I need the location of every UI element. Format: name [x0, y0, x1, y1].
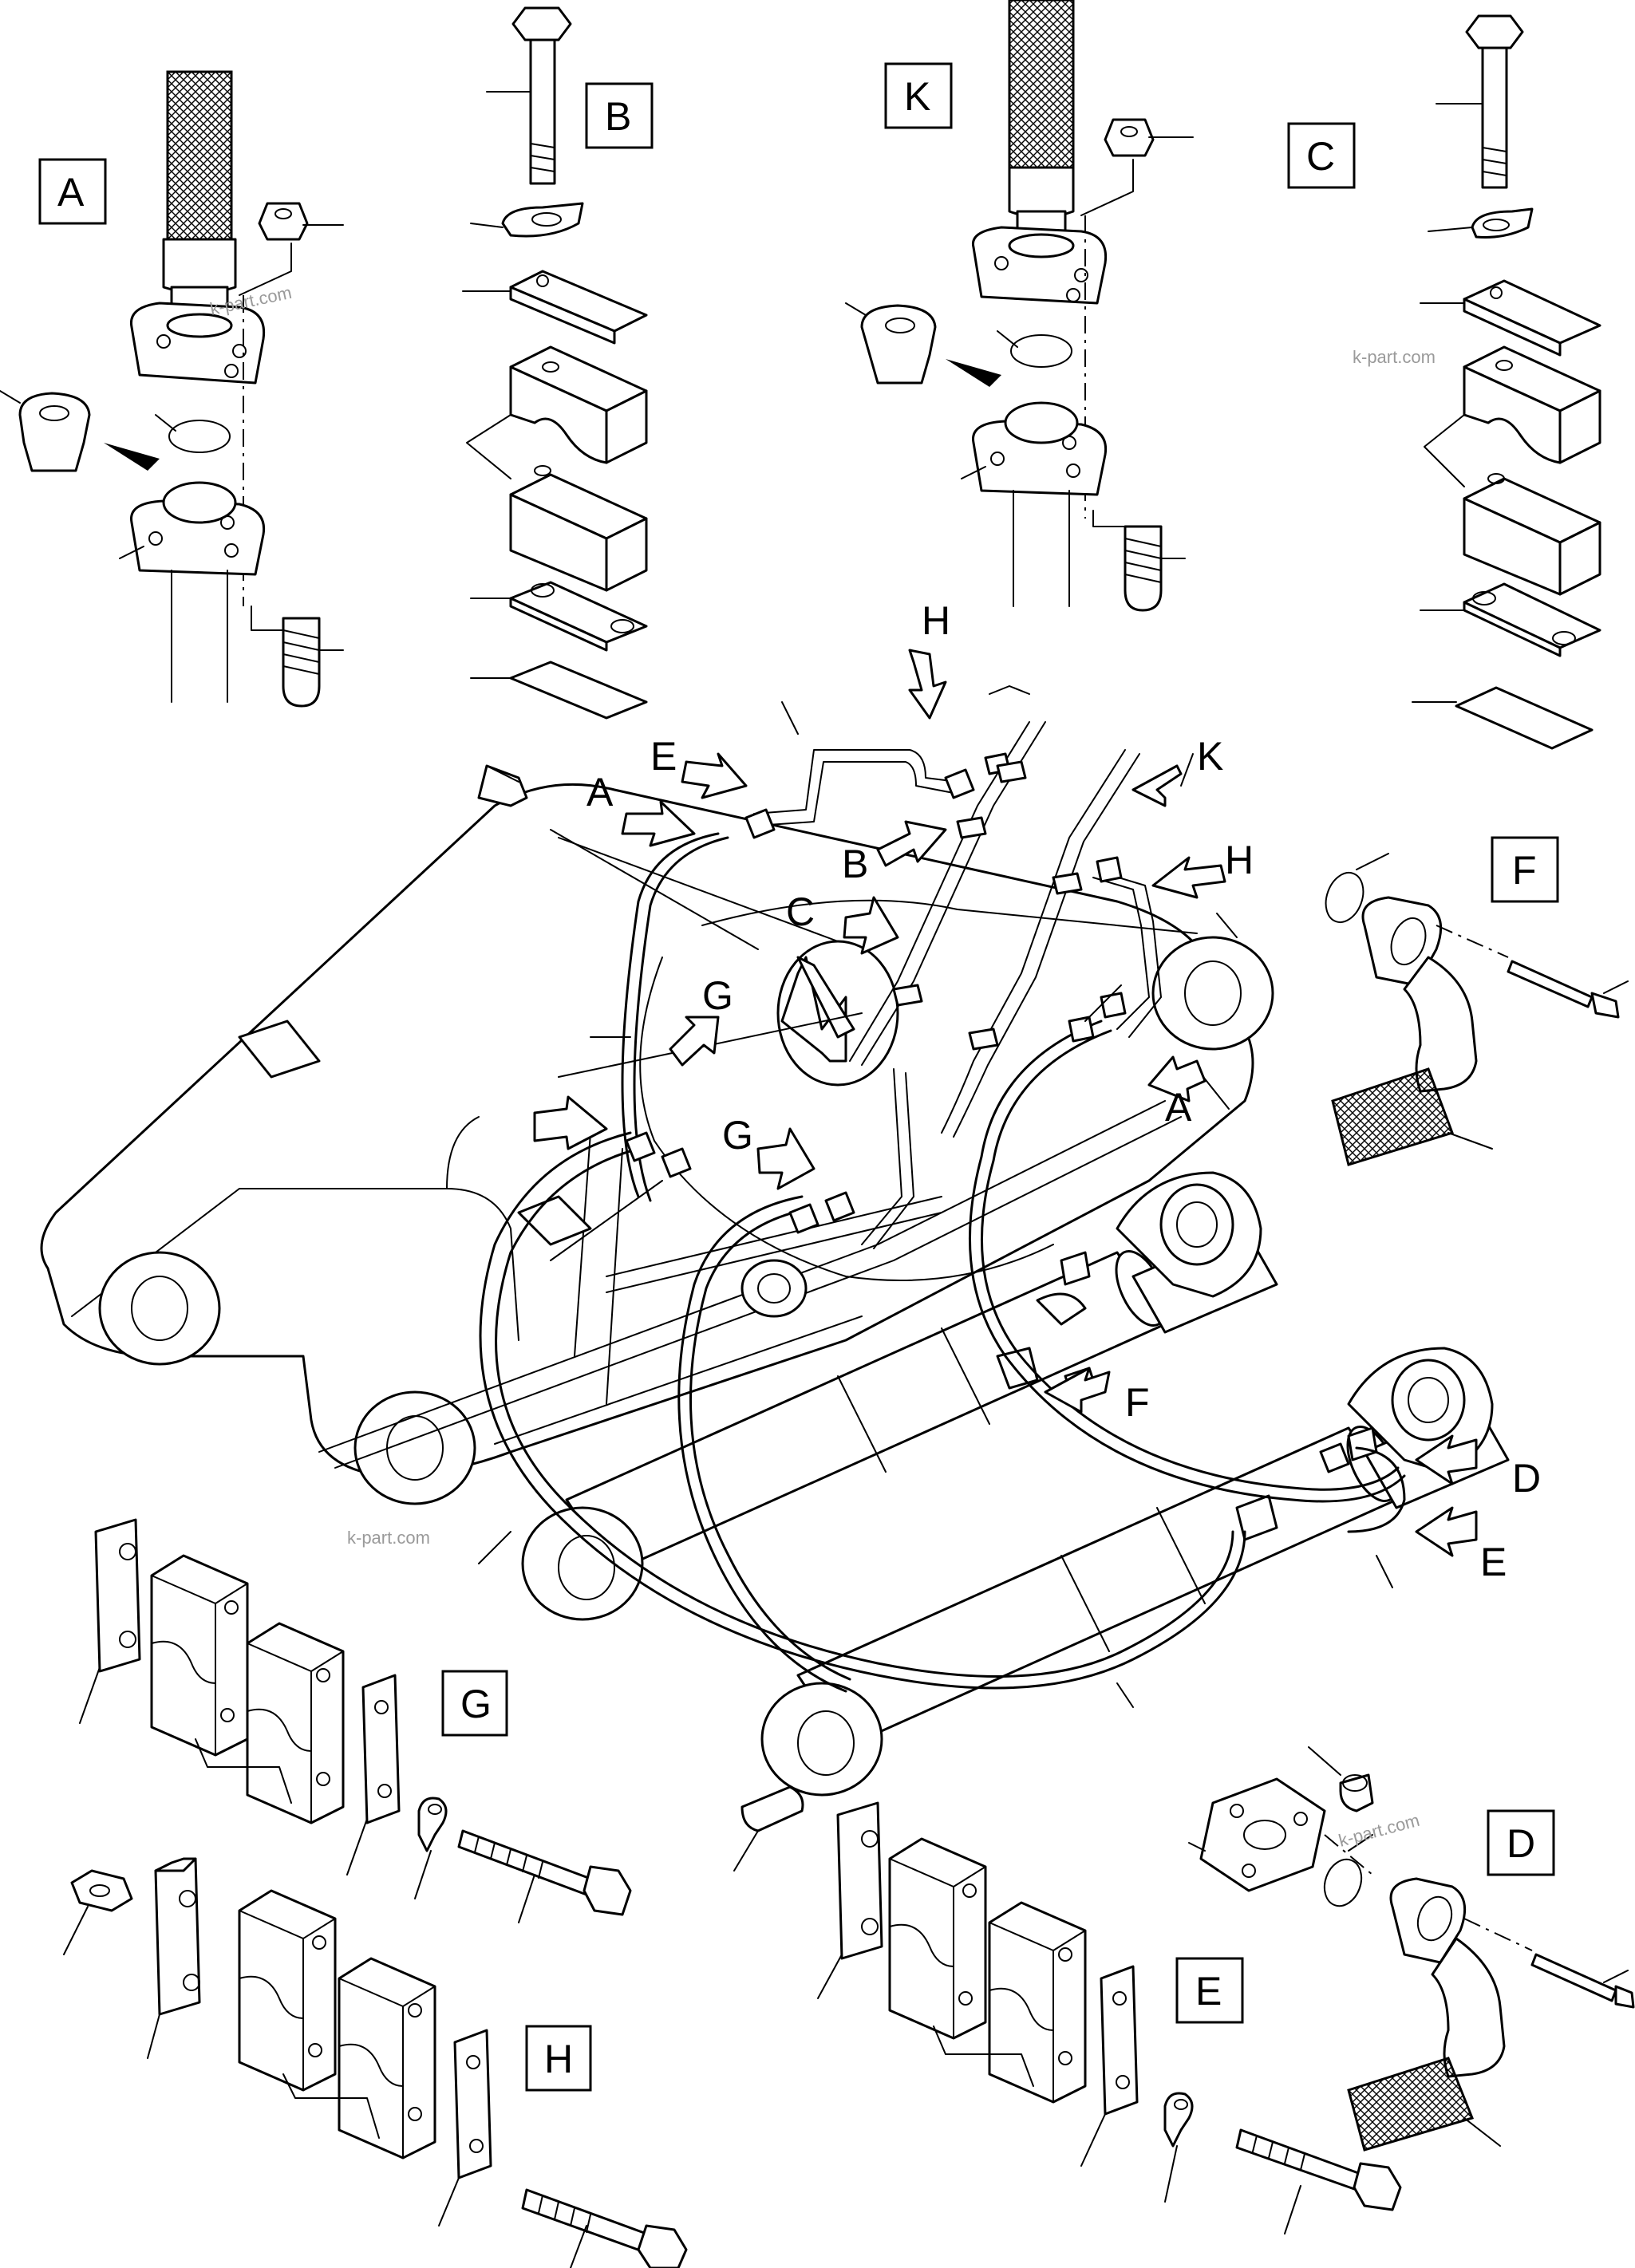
- callout-arrows: [533, 649, 1478, 1557]
- detail-label-k: K: [904, 74, 930, 119]
- detail-f-elbow-fitting: [1325, 853, 1629, 1166]
- arrow-g-upper: [669, 1016, 720, 1067]
- watermark-text: k-part.com: [1353, 347, 1436, 367]
- detail-g-clamp-assembly: [79, 1518, 632, 1923]
- detail-c-clamp-assembly: [1412, 14, 1601, 750]
- callout-g-lower: G: [722, 1113, 753, 1158]
- callout-e-top: E: [650, 734, 677, 779]
- callout-a-left: A: [586, 770, 614, 815]
- arrow-e-right: [1415, 1506, 1478, 1557]
- callout-h-top: H: [922, 598, 950, 643]
- detail-label-d-box: [1487, 1809, 1555, 1876]
- hydraulic-hoses: [478, 685, 1406, 1708]
- callout-k-mid: K: [1197, 734, 1223, 779]
- detail-k-flange-assembly: [845, 0, 1194, 612]
- detail-label-e: E: [1195, 1969, 1222, 2014]
- detail-label-d: D: [1507, 1821, 1535, 1866]
- callout-d-right: D: [1512, 1456, 1541, 1501]
- detail-a-flange-assembly: [0, 70, 344, 708]
- watermark-text: k-part.com: [1337, 1810, 1422, 1851]
- callout-b-mid: B: [842, 842, 868, 886]
- detail-label-a: A: [57, 170, 85, 215]
- callout-f-mid: F: [1125, 1380, 1150, 1425]
- lift-cylinder-upper: [521, 1171, 1278, 1621]
- callout-a-right: A: [1165, 1085, 1192, 1130]
- detail-label-g: G: [460, 1682, 492, 1726]
- lift-cylinder-lower: [760, 1347, 1510, 1797]
- detail-label-c: C: [1306, 134, 1335, 179]
- arrow-b: [876, 820, 947, 867]
- arrow-f: [1044, 1367, 1111, 1414]
- detail-label-g-box: [441, 1670, 508, 1737]
- arrow-a-left: [621, 800, 696, 847]
- detail-label-f-box: [1491, 836, 1559, 903]
- callout-c-mid: C: [786, 889, 815, 934]
- detail-label-h-box: [525, 2025, 592, 2092]
- detail-h-clamp-assembly: [63, 1857, 688, 2268]
- arrow-d: [1415, 1434, 1478, 1485]
- callout-e-right: E: [1480, 1540, 1507, 1584]
- detail-label-b: B: [605, 94, 631, 139]
- detail-label-h: H: [544, 2037, 573, 2081]
- arrow-h-right: [1151, 856, 1226, 899]
- arrow-a-right: [1147, 1055, 1207, 1102]
- detail-label-f: F: [1512, 848, 1537, 893]
- arrow-g-left: [533, 1095, 608, 1150]
- detail-b-clamp-assembly: [462, 6, 648, 720]
- detail-label-k-box: [884, 62, 953, 129]
- detail-d-flange-elbow: [1188, 1746, 1635, 2152]
- main-boom-assembly: [40, 764, 1274, 1505]
- arrow-e-top: [681, 752, 748, 799]
- callout-g-upper: G: [702, 973, 733, 1018]
- arrow-h-top: [908, 649, 947, 720]
- arrow-g-lower: [756, 1127, 816, 1190]
- detail-label-b-box: [585, 82, 654, 149]
- detail-label-a-box: [38, 158, 107, 225]
- arrow-k: [1131, 764, 1183, 807]
- arrow-c: [843, 896, 899, 955]
- watermark-text: k-part.com: [347, 1528, 430, 1548]
- detail-label-e-box: [1175, 1957, 1244, 2024]
- detail-e-clamp-assembly: [733, 1785, 1402, 2234]
- detail-label-c-box: [1287, 122, 1356, 189]
- callout-h-right: H: [1225, 838, 1254, 882]
